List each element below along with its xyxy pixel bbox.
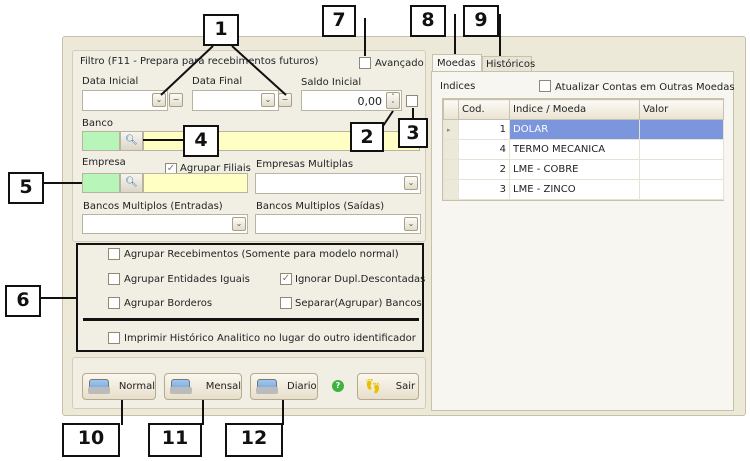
data-final-label: Data Final [192,76,243,87]
callout-4: 4 [183,125,219,157]
option-label: Imprimir Histórico Analitico no lugar do… [124,333,416,344]
empresas-multiplas-label: Empresas Multiplas [256,159,354,170]
banco-search-button[interactable]: 🔍︎ [120,131,143,151]
callout-10: 10 [62,423,120,457]
saldo-inicial-input[interactable]: 0,00 [301,90,402,111]
option-label: Separar(Agrupar) Bancos [295,298,422,309]
callout-5: 5 [8,172,44,204]
option-label: Agrupar Entidades Iguais [124,274,250,285]
chevron-down-icon[interactable]: ⌄ [404,176,418,190]
diario-button[interactable]: Diario [250,373,318,400]
cell-valor[interactable] [639,119,724,140]
normal-label: Normal [118,381,155,392]
search-icon: 🔍︎ [125,135,138,146]
callout-7: 7 [322,5,356,37]
empresa-label: Empresa [82,157,126,168]
sair-label: Sair [395,381,416,392]
indicator-header [443,99,459,120]
printer-icon [88,379,110,394]
callout-12: 12 [225,423,283,457]
bancos-saidas-combo[interactable] [255,214,421,234]
saldo-inicial-label: Saldo Inicial [301,77,362,88]
option-checkbox[interactable] [108,273,120,285]
callout-9: 9 [463,5,499,37]
advanced-label: Avançado [375,58,424,69]
search-icon: 🔍︎ [125,177,138,188]
option-label: Agrupar Borderos [124,298,213,309]
indices-label: Indices [440,81,476,92]
option-checkbox[interactable] [108,248,120,260]
callout-2: 2 [350,122,384,152]
data-inicial-clear-button[interactable]: − [169,93,183,107]
atualizar-checkbox[interactable] [539,80,551,92]
chevron-down-icon[interactable]: ⌄ [232,217,246,231]
atualizar-label: Atualizar Contas em Outras Moedas [555,82,735,93]
option-checkbox[interactable]: ✓ [280,273,292,285]
diario-label: Diario [287,381,317,392]
chevron-down-icon[interactable]: ⌄ [404,217,418,231]
option-checkbox[interactable] [280,297,292,309]
column-header[interactable]: Indice / Moeda [509,99,640,120]
empresa-description [143,173,248,193]
bancos-saidas-label: Bancos Multiplos (Saídas) [256,201,385,212]
cell-cod: 3 [458,179,510,200]
empresas-multiplas-combo[interactable] [255,173,421,194]
normal-button[interactable]: Normal [82,373,156,400]
data-inicial-label: Data Inicial [82,76,139,87]
data-inicial-input[interactable] [82,90,168,111]
banco-label: Banco [82,118,113,129]
help-icon[interactable]: ? [332,380,344,392]
options-group [76,243,424,352]
option-checkbox[interactable] [108,332,120,344]
option-checkbox[interactable] [108,297,120,309]
footprints-icon: 👣︎ [364,378,382,395]
sair-button[interactable]: 👣︎ Sair [357,373,419,400]
empresa-code-input[interactable] [82,173,120,193]
saldo-checkbox[interactable] [406,95,418,107]
callout-1: 1 [203,14,239,46]
printer-icon [170,379,192,394]
mensal-button[interactable]: Mensal [164,373,242,400]
empresa-search-button[interactable]: 🔍︎ [120,173,143,193]
saldo-spin-button[interactable]: ˄˅ [386,92,400,109]
callout-3: 3 [398,118,428,148]
bancos-entradas-label: Bancos Multiplos (Entradas) [83,201,223,212]
callout-8: 8 [410,5,446,37]
option-label: Ignorar Dupl.Descontadas [295,274,426,285]
data-final-dropdown-button[interactable]: ⌄ [261,93,275,107]
option-label: Agrupar Recebimentos (Somente para model… [124,249,399,260]
callout-11: 11 [148,423,202,457]
mensal-label: Mensal [205,381,241,392]
bancos-entradas-combo[interactable] [82,214,248,234]
row-indicator [443,159,459,180]
row-indicator-icon: ▸ [443,119,459,140]
agrupar-filiais-label: Agrupar Filiais [180,163,251,174]
filter-title: Filtro (F11 - Prepara para recebimentos … [80,56,319,67]
data-inicial-dropdown-button[interactable]: ⌄ [152,93,166,107]
options-divider [83,318,419,321]
row-indicator [443,139,459,160]
tab-moedas[interactable]: Moedas [432,54,482,72]
advanced-checkbox[interactable] [359,57,371,69]
cell-valor[interactable] [639,179,724,200]
printer-icon [256,379,278,394]
callout-6: 6 [5,285,41,317]
banco-code-input[interactable] [82,131,120,151]
